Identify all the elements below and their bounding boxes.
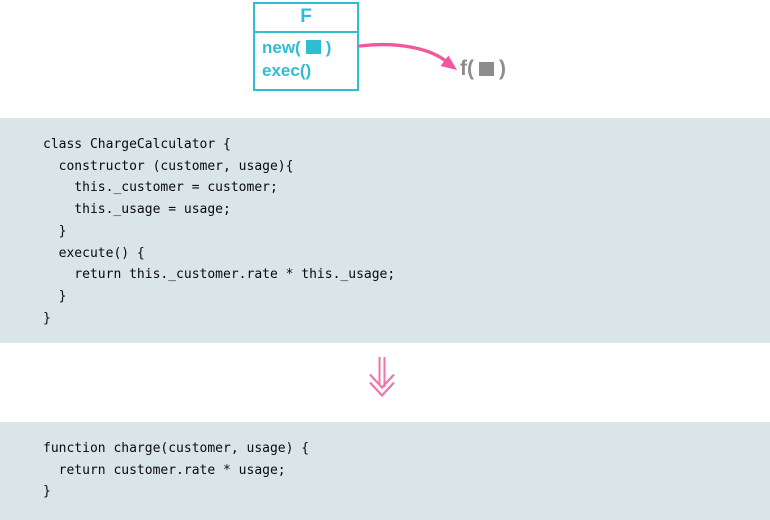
code-block-class: class ChargeCalculator { constructor (cu…: [0, 118, 770, 343]
method-new: new(): [262, 36, 357, 59]
method-exec-label: exec(): [262, 61, 312, 80]
method-new-label: new(: [262, 38, 301, 57]
method-exec: exec(): [262, 59, 357, 82]
instantiation-arrow-icon: [358, 42, 457, 70]
parameter-square-icon: [305, 40, 321, 54]
function-result-label: f(): [460, 57, 506, 81]
class-code: class ChargeCalculator { constructor (cu…: [43, 137, 396, 326]
class-box-title: F: [255, 4, 357, 33]
code-block-function: function charge(customer, usage) { retur…: [0, 422, 770, 520]
function-result-prefix: f(: [460, 57, 474, 80]
refactor-transform-arrow-icon: [369, 357, 395, 398]
class-to-function-diagram: F new() exec() f(): [0, 0, 770, 118]
class-box-methods: new() exec(): [255, 33, 357, 82]
parameter-square-gray-icon: [479, 62, 494, 76]
function-code: function charge(customer, usage) { retur…: [43, 441, 310, 500]
function-result-suffix: ): [499, 57, 506, 80]
method-new-close: ): [325, 38, 332, 57]
class-box: F new() exec(): [253, 2, 359, 91]
